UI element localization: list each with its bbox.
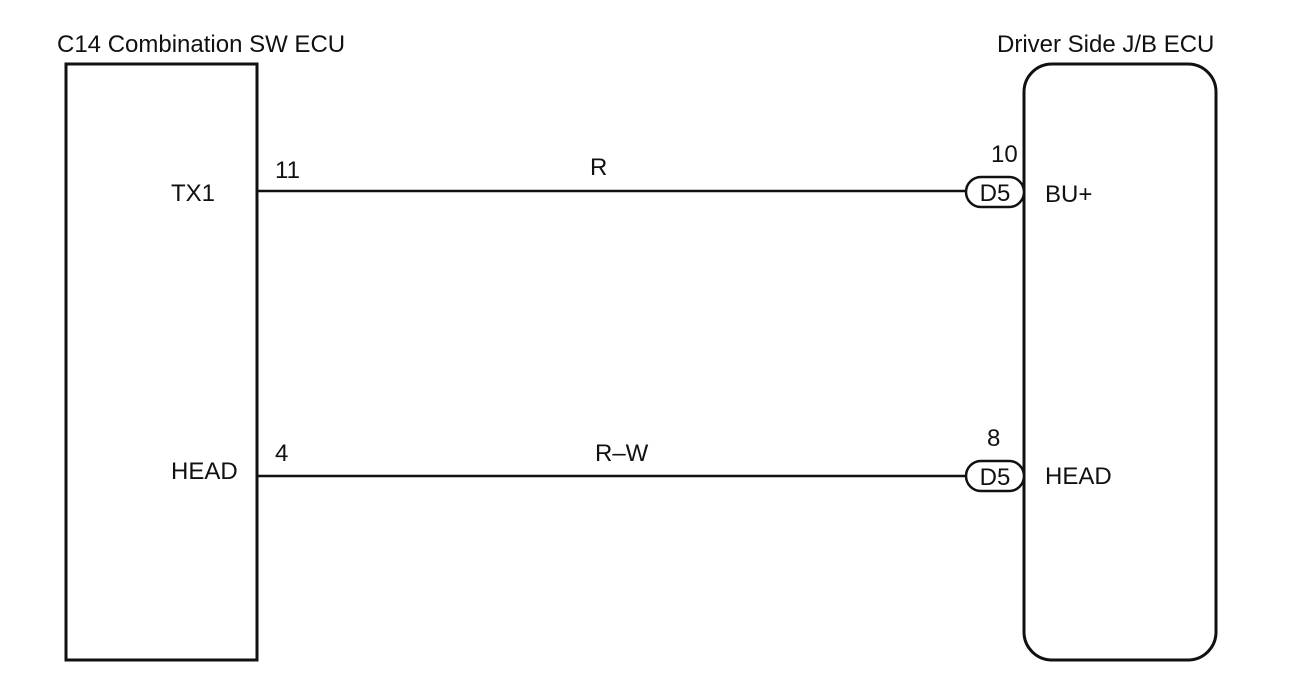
right-pin-label-head: HEAD: [1045, 463, 1112, 490]
right-component-box: [1022, 62, 1218, 662]
connector-d5-upper-label: D5: [980, 180, 1011, 207]
connector-d5-lower: [964, 459, 1026, 493]
connector-d5-upper: [964, 175, 1026, 209]
right-pin-label-bu-plus: BU+: [1045, 181, 1092, 208]
wire-2-color-code: R–W: [595, 440, 649, 467]
wire-2-right-pin-number: 8: [987, 425, 1000, 452]
left-pin-label-tx1: TX1: [171, 180, 215, 207]
left-component: C14 Combination SW ECU TX1 HEAD: [57, 31, 345, 662]
wire-1-color-code: R: [590, 154, 607, 181]
wire-1-left-pin-number: 11: [275, 157, 300, 184]
left-component-title: C14 Combination SW ECU: [57, 31, 345, 58]
wire-1: 11 R 10 D5: [257, 141, 1026, 209]
wire-1-right-pin-number: 10: [991, 141, 1018, 168]
left-pin-label-head: HEAD: [171, 458, 238, 485]
connector-d5-lower-label: D5: [980, 464, 1011, 491]
right-component-title: Driver Side J/B ECU: [997, 31, 1214, 58]
left-component-box: [64, 62, 259, 662]
right-component: Driver Side J/B ECU BU+ HEAD: [997, 31, 1218, 662]
wire-2: 4 R–W 8 D5: [257, 425, 1026, 493]
wire-2-left-pin-number: 4: [275, 440, 288, 467]
